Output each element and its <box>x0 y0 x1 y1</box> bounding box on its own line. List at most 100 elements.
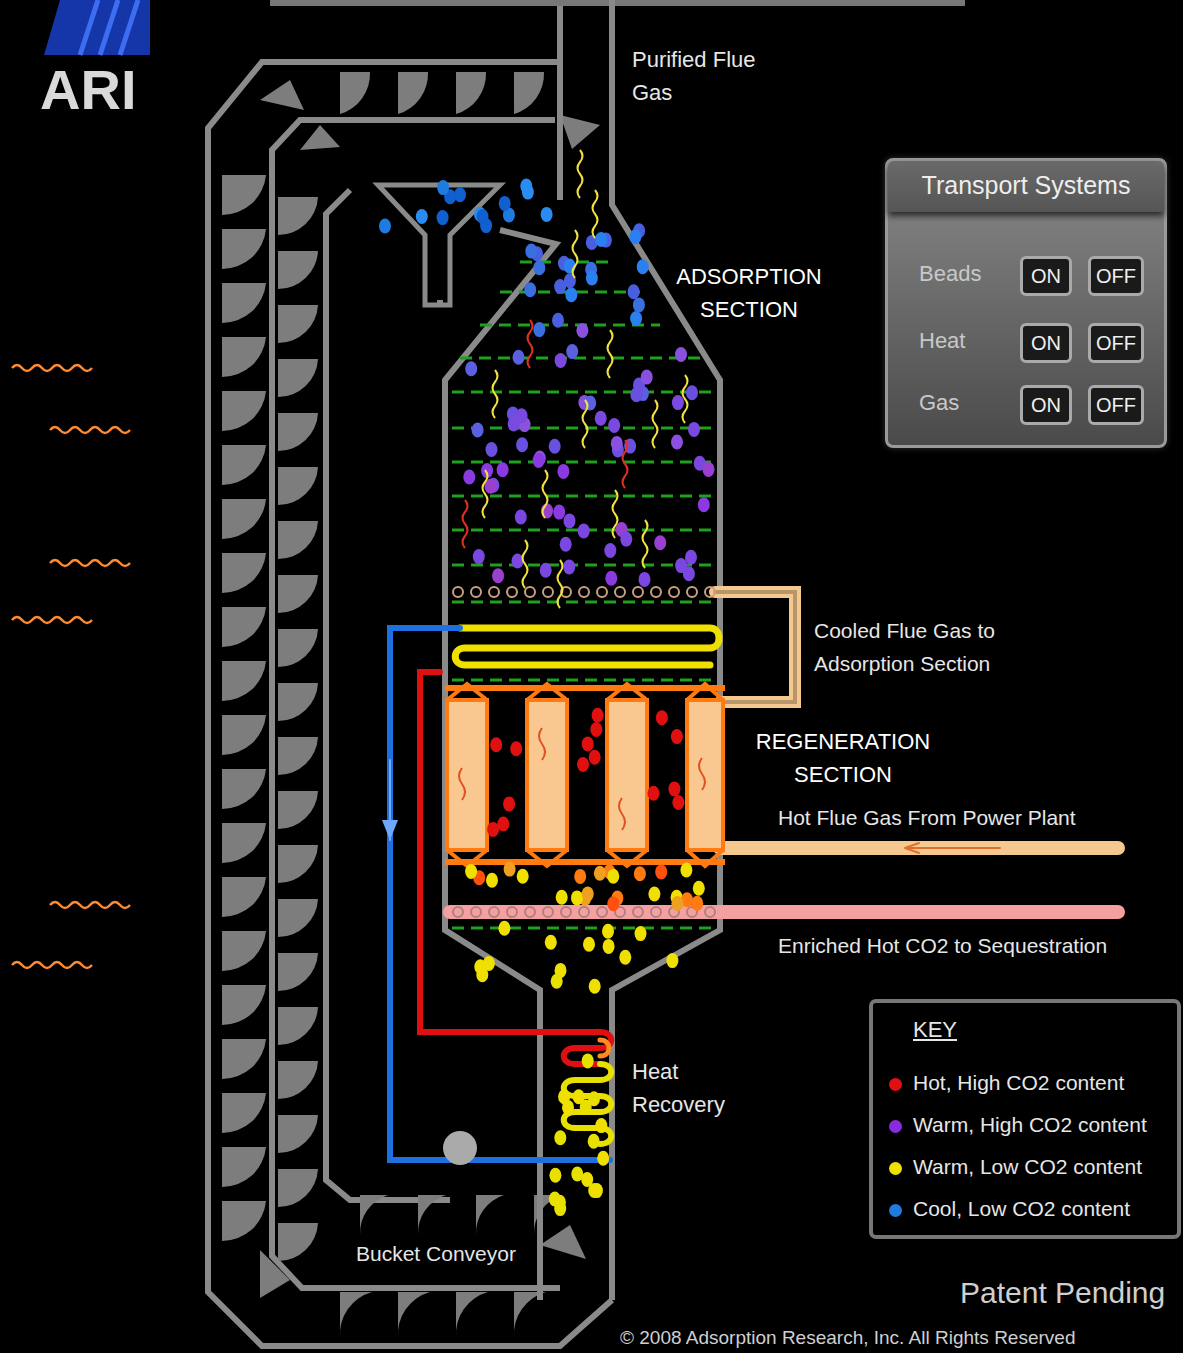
label: Cooled Flue Gas to Adsorption Section <box>814 614 1044 680</box>
label: Bucket Conveyor <box>350 1240 522 1268</box>
label: Patent Pending <box>960 1276 1165 1309</box>
bead <box>648 786 660 801</box>
bead <box>553 505 565 520</box>
legend-swatch <box>889 1204 902 1217</box>
legend-text: Warm, High CO2 content <box>913 1113 1147 1137</box>
bucket <box>222 1039 266 1079</box>
bead <box>602 924 614 939</box>
bead <box>573 1089 585 1104</box>
bucket <box>222 283 266 323</box>
bead <box>437 210 449 225</box>
gas-wisp <box>483 470 488 518</box>
bucket <box>476 1195 504 1235</box>
bead <box>476 967 488 982</box>
bead <box>688 422 700 437</box>
tray-line <box>452 679 715 682</box>
bead <box>590 722 602 737</box>
bead <box>629 229 641 244</box>
gas-wisp <box>523 540 528 588</box>
toggle-button: ON <box>1020 385 1072 425</box>
bucket <box>278 1007 318 1045</box>
bead <box>379 219 391 234</box>
legend-text: Hot, High CO2 content <box>913 1071 1124 1095</box>
bead <box>554 279 566 294</box>
bead <box>589 750 601 765</box>
bead <box>595 232 607 247</box>
bead <box>504 862 516 877</box>
tube <box>615 587 625 597</box>
bucket <box>278 467 318 505</box>
bead <box>533 453 545 468</box>
bead <box>454 187 466 202</box>
pump <box>443 1131 477 1165</box>
bucket <box>278 305 318 343</box>
bucket <box>278 683 318 721</box>
bead <box>675 347 687 362</box>
label: Hot Flue Gas From Power Plant <box>778 801 1076 834</box>
bucket <box>340 1292 372 1338</box>
bucket <box>456 72 486 114</box>
bead <box>597 1151 609 1166</box>
bead <box>497 817 509 832</box>
bead <box>607 896 619 911</box>
bucket <box>222 175 266 215</box>
bead <box>577 757 589 772</box>
bead <box>582 1053 594 1068</box>
gas-wisp <box>593 190 598 238</box>
bead <box>686 385 698 400</box>
bead <box>541 207 553 222</box>
bucket <box>340 72 370 114</box>
bead <box>691 896 703 911</box>
panel-and-key-frames <box>871 1001 1179 1237</box>
bead <box>607 869 619 884</box>
bead <box>554 1130 566 1145</box>
bucket <box>278 575 318 613</box>
button-text: OFF <box>1096 332 1136 355</box>
tube-rows <box>453 587 715 917</box>
gas-wisp <box>653 400 658 448</box>
bucket <box>278 953 318 991</box>
bucket <box>222 607 266 647</box>
bead <box>533 260 545 275</box>
tube <box>543 907 553 917</box>
bead <box>512 554 524 569</box>
logo-text: ARI <box>40 62 136 118</box>
bead <box>654 535 666 550</box>
heat-wisp <box>50 427 130 433</box>
regenerator <box>445 684 725 866</box>
bead <box>465 361 477 376</box>
bead <box>520 179 532 194</box>
bucket <box>222 1147 266 1187</box>
tray-line <box>452 495 715 498</box>
bead <box>416 209 428 224</box>
tube <box>489 587 499 597</box>
bead <box>603 939 615 954</box>
bead <box>486 873 498 888</box>
tube <box>633 907 643 917</box>
gas-wisp <box>558 560 563 608</box>
bead <box>472 423 484 438</box>
button-text: ON <box>1031 265 1061 288</box>
bead <box>463 470 475 485</box>
bucket <box>222 823 266 863</box>
bead <box>630 311 642 326</box>
tube <box>471 907 481 917</box>
bead <box>510 741 522 756</box>
bead <box>655 864 667 879</box>
bucket <box>456 1292 488 1338</box>
tube <box>633 587 643 597</box>
button-text: ON <box>1031 394 1061 417</box>
tray-line <box>452 427 715 430</box>
bead <box>634 866 646 881</box>
label: Gas <box>919 386 959 419</box>
tube <box>597 907 607 917</box>
bead <box>595 411 607 426</box>
bucket <box>278 629 318 667</box>
bead <box>549 1192 561 1207</box>
bead <box>633 297 645 312</box>
bucket <box>222 769 266 809</box>
bucket <box>278 791 318 829</box>
bead <box>591 1183 603 1198</box>
bead <box>608 418 620 433</box>
bead <box>515 510 527 525</box>
